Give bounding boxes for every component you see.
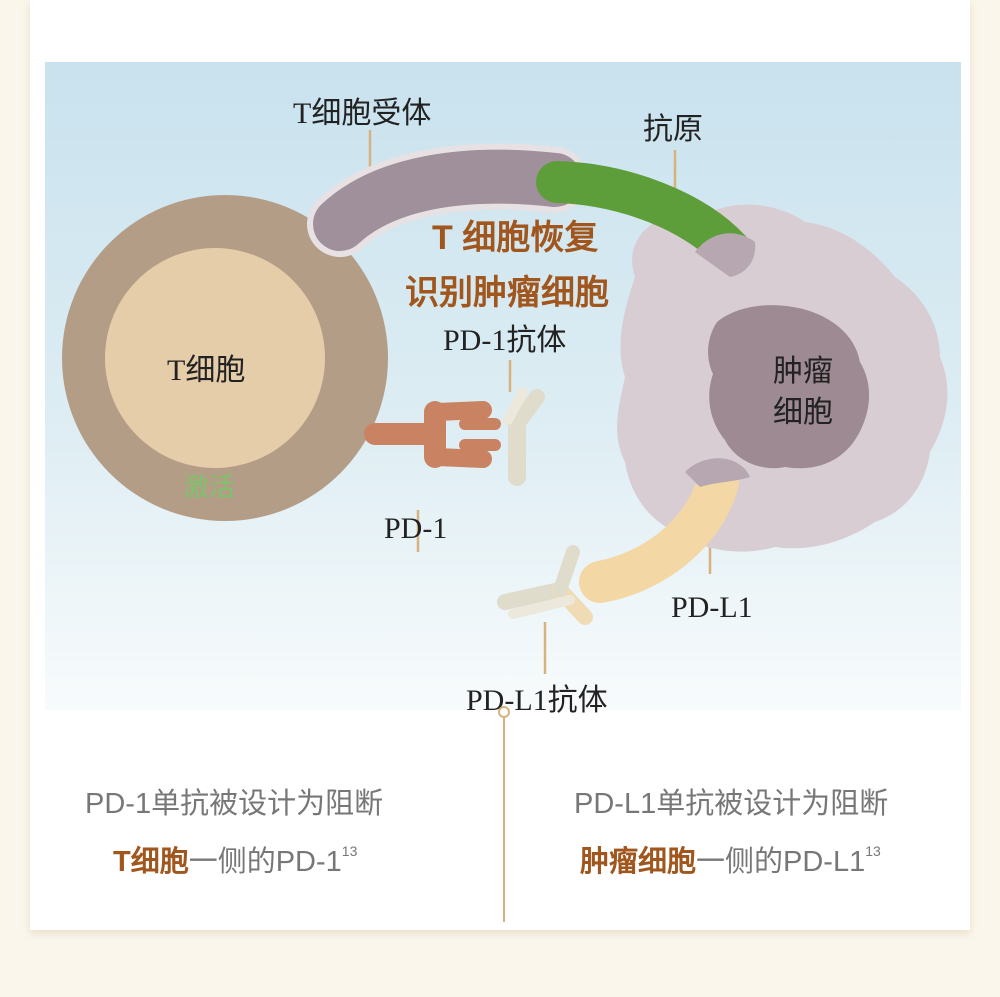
right-caption-highlight: 肿瘤细胞 — [580, 846, 697, 878]
left-caption-line2: T细胞一侧的PD-113 — [113, 838, 357, 880]
pd1-pdl1-diagram — [45, 62, 961, 710]
divider-dot — [498, 706, 510, 718]
right-caption-line2: 肿瘤细胞一侧的PD-L113 — [580, 838, 881, 880]
right-caption-line1: PD-L1单抗被设计为阻断 — [574, 788, 889, 820]
left-caption-rest: 一侧的PD-1 — [188, 846, 342, 878]
t-cell-nucleus — [105, 248, 325, 468]
right-caption-ref: 13 — [865, 843, 881, 860]
pdl1-antibody-label: PD-L1抗体 — [466, 684, 608, 717]
activated-label: 激活 — [183, 472, 236, 502]
pd1-antibody — [503, 387, 545, 486]
caption-divider — [503, 712, 505, 922]
left-caption-line1: PD-1单抗被设计为阻断 — [85, 788, 384, 820]
tumor-cell-label-line2: 细胞 — [773, 396, 833, 429]
antigen-label: 抗原 — [643, 113, 703, 146]
left-caption-ref: 13 — [341, 843, 358, 860]
pdl1-label: PD-L1 — [671, 591, 753, 624]
center-label-line2: 识别肿瘤细胞 — [405, 274, 609, 312]
pdl1 — [579, 461, 739, 603]
right-caption-rest: 一侧的PD-L1 — [696, 846, 866, 878]
pd1-antibody-label: PD-1抗体 — [443, 324, 567, 357]
pd1-receptor — [364, 401, 501, 468]
tumor-cell-label-line1: 肿瘤 — [773, 355, 833, 388]
left-caption-highlight: T细胞 — [113, 846, 189, 878]
pd1-label: PD-1 — [384, 512, 448, 545]
t-cell-receptor-label: T细胞受体 — [293, 97, 432, 130]
t-cell-label: T细胞 — [167, 354, 246, 387]
tumor-nucleus — [708, 305, 870, 469]
center-label-line1: T 细胞恢复 — [432, 219, 599, 257]
pdl1-antibody — [497, 545, 593, 625]
